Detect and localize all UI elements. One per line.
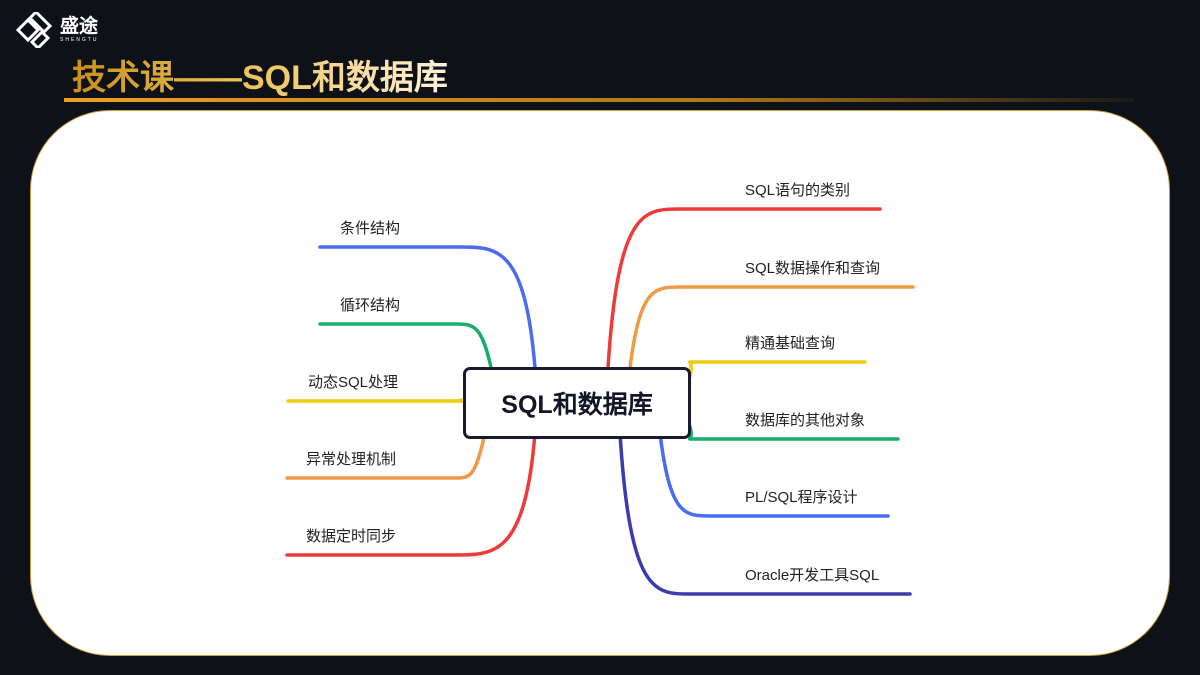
page-title: 技术课——SQL和数据库	[72, 50, 448, 99]
branch-label[interactable]: SQL数据操作和查询	[745, 260, 881, 277]
branch-line	[318, 245, 537, 370]
branch-line	[628, 285, 915, 370]
branch-label[interactable]: 数据定时同步	[306, 528, 397, 545]
branch-line	[606, 207, 882, 370]
branch-label[interactable]: 异常处理机制	[306, 451, 397, 468]
branch-line	[285, 431, 537, 557]
branch-label[interactable]: 动态SQL处理	[308, 374, 399, 391]
central-topic[interactable]: SQL和数据库	[463, 367, 691, 439]
branch-label[interactable]: 数据库的其他对象	[745, 412, 866, 429]
branch-line	[658, 431, 890, 518]
branch-line	[285, 431, 487, 480]
logo-icon	[15, 12, 53, 48]
logo-name: 盛途	[60, 16, 99, 37]
title-underline	[64, 98, 1134, 102]
branch-label[interactable]: 循环结构	[340, 297, 401, 314]
branch-line	[318, 322, 494, 374]
branch-label[interactable]: 精通基础查询	[745, 335, 836, 352]
logo-sub: SHENGTU	[60, 37, 99, 43]
branch-label[interactable]: SQL语句的类别	[745, 182, 851, 199]
branch-label[interactable]: Oracle开发工具SQL	[745, 567, 880, 584]
branch-line	[618, 431, 912, 596]
branch-label[interactable]: 条件结构	[340, 220, 401, 237]
branch-line	[684, 360, 867, 392]
branch-label[interactable]: PL/SQL程序设计	[745, 489, 858, 506]
branch-line	[286, 398, 465, 403]
